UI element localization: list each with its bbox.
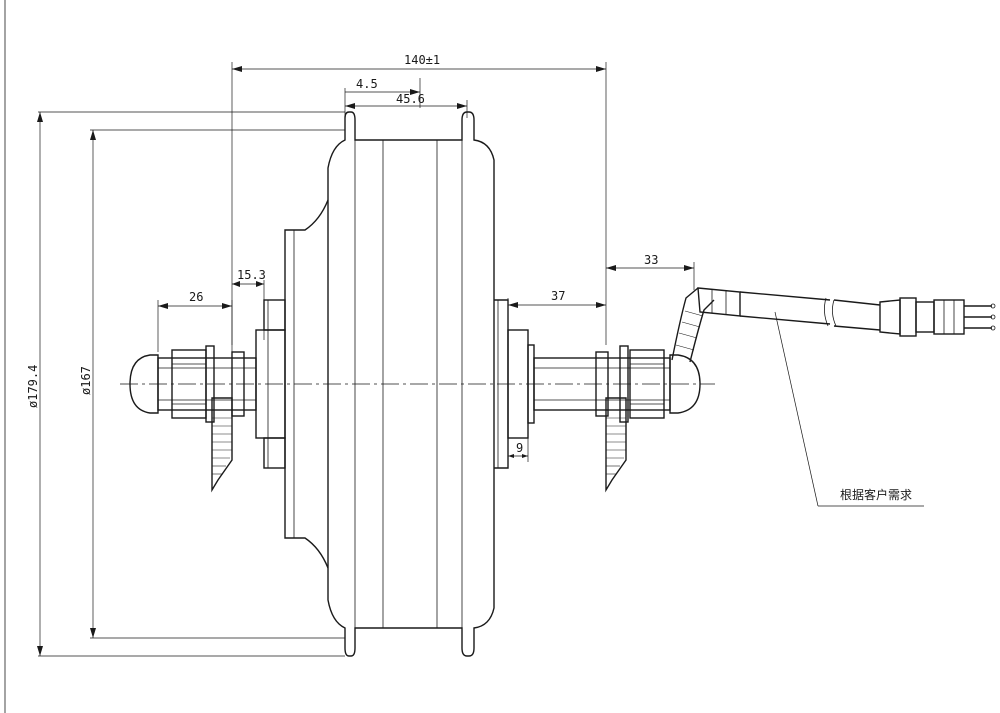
overall-width-label: 140±1 xyxy=(404,53,440,67)
rim-width-label: 45.6 xyxy=(396,92,425,106)
flange-left-label: 15.3 xyxy=(237,268,266,282)
dim-overall-width: 140±1 xyxy=(231,53,607,345)
cable-note-leader: 根据客户需求 xyxy=(774,311,924,507)
cable-offset-label: 33 xyxy=(644,253,658,267)
dia-outer-label: ø179.4 xyxy=(26,365,40,408)
dim-cable-offset: 33 xyxy=(606,253,695,290)
dim-axle-right: 37 xyxy=(507,289,606,325)
axle-right-label: 37 xyxy=(551,289,565,303)
dia-rim-label: ø167 xyxy=(79,366,93,395)
right-torque-arm xyxy=(605,397,627,493)
cable-note: 根据客户需求 xyxy=(840,487,912,502)
dim-outer-diameter: ø179.4 xyxy=(26,111,345,657)
left-torque-arm xyxy=(211,397,233,493)
dim-flange-left: 15.3 xyxy=(232,268,266,340)
offset-small-label: 4.5 xyxy=(356,77,378,91)
dim-axle-left: 26 xyxy=(157,290,233,352)
dim-rim-diameter: ø167 xyxy=(79,129,345,639)
motor-cable xyxy=(671,287,996,363)
dim-rim-width: 4.5 45.6 xyxy=(344,77,468,118)
axle-left-label: 26 xyxy=(189,290,203,304)
step-small-label: 9 xyxy=(516,441,523,455)
